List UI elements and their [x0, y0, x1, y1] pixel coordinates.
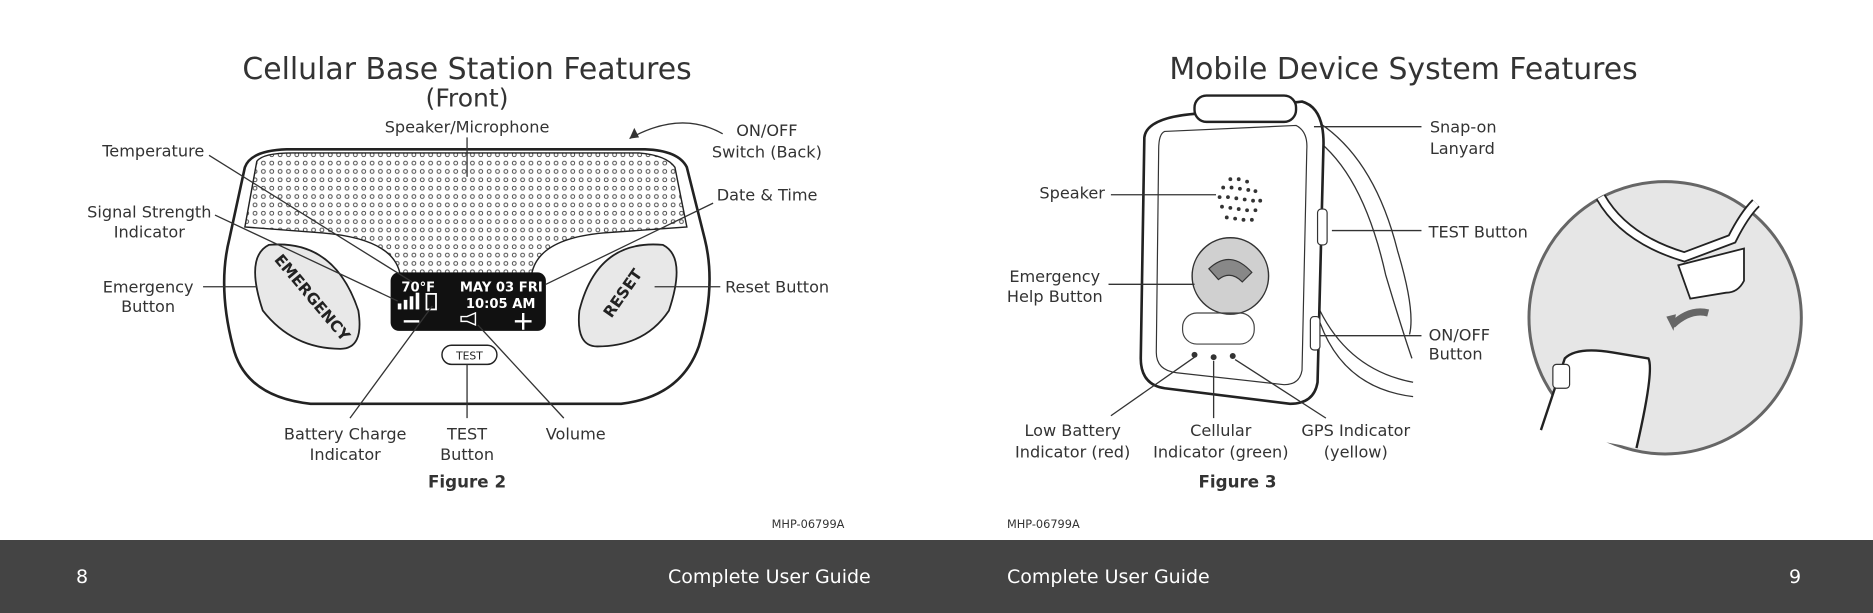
doc-code-right: MHP-06799A [1007, 517, 1080, 531]
page-number-right: 9 [1789, 566, 1802, 588]
test-button-label: TEST [455, 350, 483, 363]
label-test-2: Button [440, 445, 494, 464]
mobile-device-illustration [1139, 94, 1414, 406]
label-help-2: Help Button [1007, 287, 1103, 306]
display-date: MAY 03 FRI [460, 281, 543, 296]
label-date-time: Date & Time [717, 186, 818, 205]
battery-icon [425, 292, 437, 311]
test-button [441, 344, 498, 366]
label-volume: Volume [546, 425, 606, 444]
label-help-1: Emergency [1009, 267, 1100, 286]
curved-arrow-icon [1669, 308, 1710, 328]
label-battery-2: Indicator [310, 445, 382, 464]
label-test: TEST Button [1428, 223, 1528, 242]
test-side-button [1316, 208, 1328, 246]
window [1181, 312, 1255, 345]
signal-bars-icon [397, 292, 420, 310]
leader-lines-right [1108, 126, 1422, 419]
gps-led [1229, 353, 1236, 359]
low-battery-led [1191, 351, 1198, 358]
label-cell-2: Indicator (green) [1153, 443, 1288, 462]
figure-caption-right: Figure 3 [1198, 471, 1276, 491]
doc-code-left: MHP-06799A [772, 517, 845, 531]
lanyard-inset [1527, 180, 1803, 456]
volume-icon [460, 311, 477, 327]
label-gps-2: (yellow) [1324, 443, 1388, 462]
test-button-back [1552, 363, 1571, 389]
label-test-1: TEST [446, 425, 487, 444]
label-cell-1: Cellular [1190, 421, 1252, 440]
page-title-right: Mobile Device System Features [1169, 52, 1637, 87]
label-signal-1: Signal Strength [87, 202, 211, 221]
label-gps-1: GPS Indicator [1301, 421, 1410, 440]
lanyard-clip [1193, 94, 1298, 124]
label-reset: Reset Button [725, 278, 829, 297]
label-battery-1: Battery Charge [284, 425, 407, 444]
label-temperature: Temperature [101, 142, 204, 161]
page-subtitle-left: (Front) [426, 83, 509, 112]
label-onoff-1-right: ON/OFF [1429, 325, 1490, 344]
label-lanyard-2: Lanyard [1430, 139, 1495, 158]
page-footer: 8 Complete User Guide Complete User Guid… [0, 540, 1873, 613]
base-station-illustration: EMERGENCY RESET 70°F MAY 03 FRI 10:05 AM… [222, 122, 724, 406]
minus-icon [403, 320, 420, 323]
onoff-side-button [1309, 315, 1321, 351]
speaker-grille [244, 152, 688, 276]
label-onoff-1: ON/OFF [736, 121, 797, 140]
leader-lines-left [203, 137, 721, 419]
speaker-dots [1217, 177, 1263, 222]
display-temperature: 70°F [401, 281, 435, 296]
footer-title-right: Complete User Guide [1007, 566, 1210, 588]
manual-spread: Cellular Base Station Features (Front) E… [87, 52, 1803, 531]
page-title-left: Cellular Base Station Features [242, 52, 691, 87]
label-speaker: Speaker [1039, 183, 1105, 202]
figure-caption-left: Figure 2 [428, 471, 506, 491]
display-time: 10:05 AM [466, 297, 536, 312]
plus-icon [514, 313, 532, 330]
footer-title-left: Complete User Guide [668, 566, 871, 588]
label-emergency-2: Button [121, 297, 175, 316]
label-lowbat-2: Indicator (red) [1015, 443, 1130, 462]
label-lanyard-1: Snap-on [1430, 118, 1497, 137]
label-emergency-1: Emergency [103, 278, 194, 297]
lcd-display [390, 272, 546, 331]
page-number-left: 8 [76, 566, 89, 588]
label-lowbat-1: Low Battery [1024, 421, 1121, 440]
label-speaker-mic: Speaker/Microphone [385, 118, 550, 137]
cellular-led [1210, 354, 1217, 361]
arrow-icon [629, 127, 640, 139]
label-signal-2: Indicator [114, 223, 186, 242]
phone-icon [1208, 258, 1253, 283]
label-onoff-2-right: Button [1429, 345, 1483, 364]
label-onoff-2: Switch (Back) [712, 143, 822, 162]
